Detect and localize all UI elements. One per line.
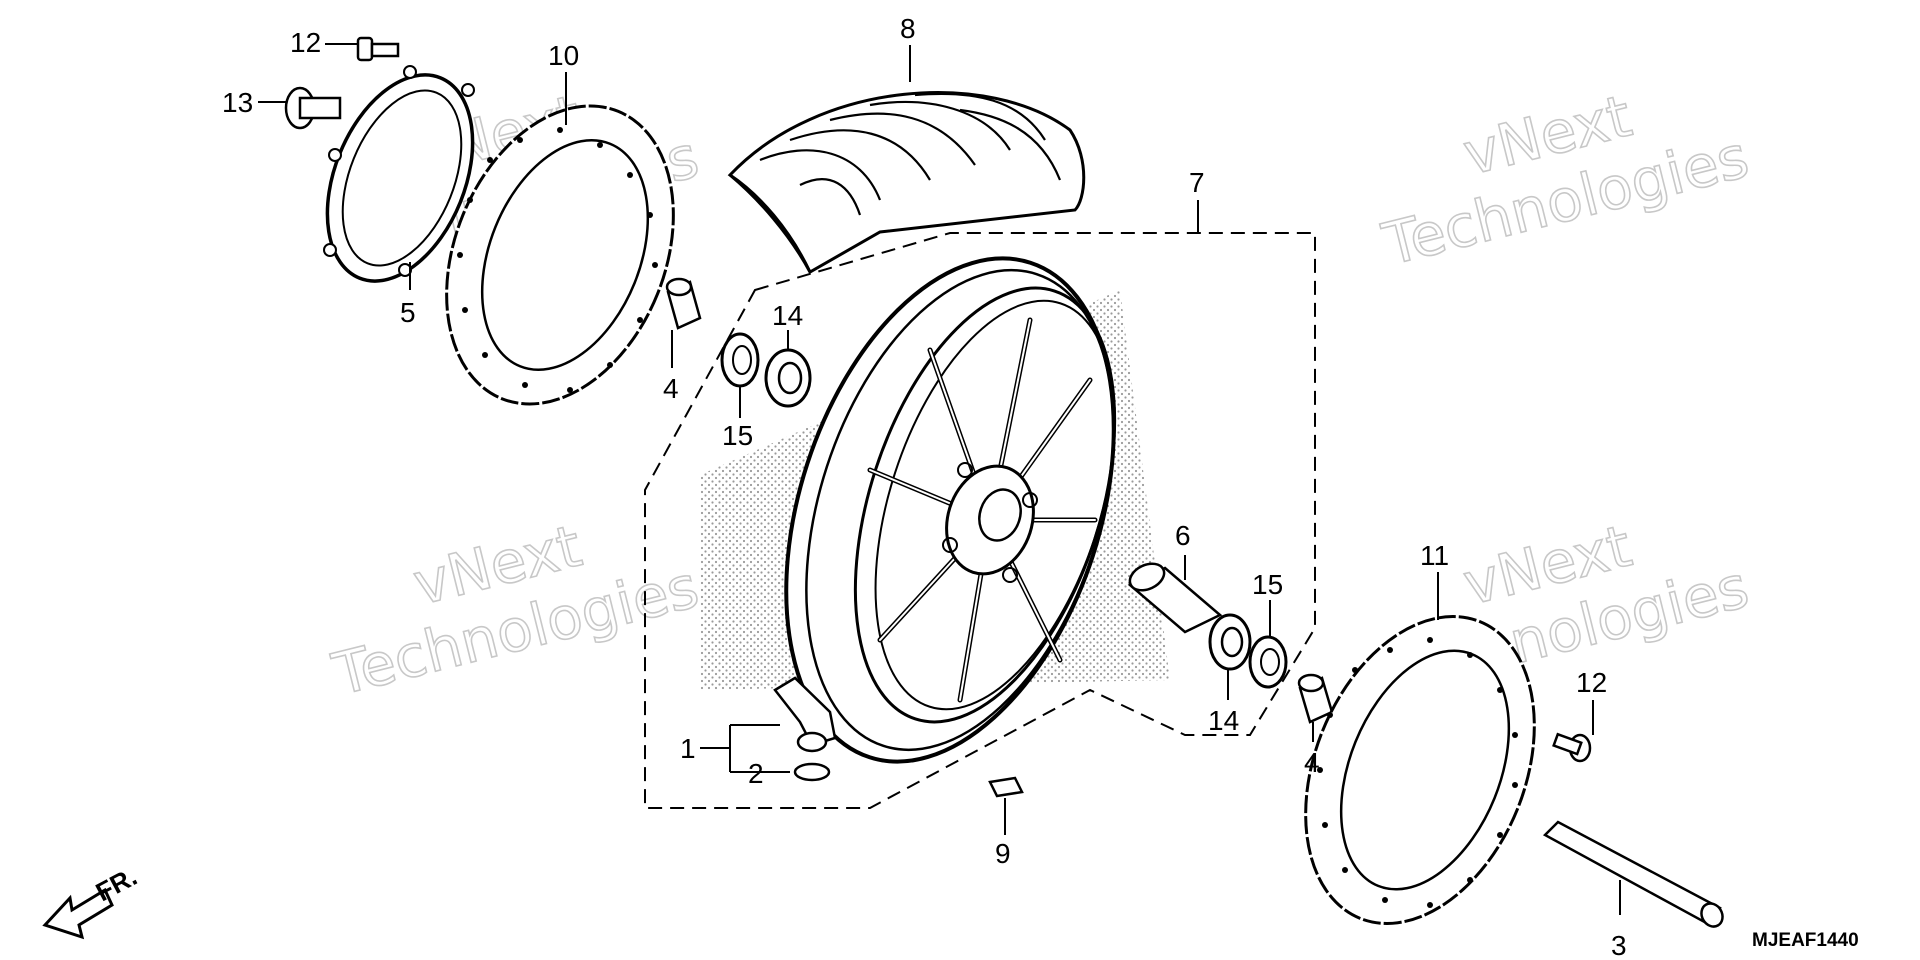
bolt-12-right	[1552, 732, 1592, 763]
label-10: 10	[548, 40, 579, 71]
label-14-left: 14	[772, 300, 803, 331]
flange-bolt-13	[284, 86, 342, 130]
collar-4-left	[665, 277, 702, 330]
label-1: 1	[680, 733, 696, 764]
disc-carrier	[323, 65, 475, 283]
label-14-right: 14	[1208, 705, 1239, 736]
label-4-right: 4	[1304, 747, 1320, 778]
wheel-rim	[784, 256, 1117, 764]
label-3: 3	[1611, 930, 1627, 960]
assembly-outline-7	[644, 232, 1316, 809]
label-15-left: 15	[722, 420, 753, 451]
brake-disc-left	[445, 104, 675, 406]
tire-valve-1	[773, 676, 837, 753]
front-direction-arrow: FR.	[42, 861, 142, 940]
label-4-left: 4	[663, 373, 679, 404]
label-12-top: 12	[290, 27, 321, 58]
arrow-icon	[42, 887, 114, 940]
leader-lines	[258, 43, 1621, 915]
bearing-14-left	[764, 348, 812, 408]
brake-disc-right	[1304, 615, 1536, 925]
o-ring-2	[793, 762, 831, 782]
tire	[727, 91, 1086, 275]
balance-weight-9	[988, 776, 1024, 798]
label-7: 7	[1189, 167, 1205, 198]
diagram-code: MJEAF1440	[1752, 930, 1859, 951]
oil-seal-15-left	[720, 332, 760, 388]
collar-4-right	[1297, 673, 1334, 724]
label-15-right: 15	[1252, 569, 1283, 600]
label-12-right: 12	[1576, 667, 1607, 698]
bolt-12-top	[356, 36, 400, 62]
label-9: 9	[995, 838, 1011, 869]
label-8: 8	[900, 13, 916, 44]
label-6: 6	[1175, 520, 1191, 551]
bearing-14-right	[1208, 613, 1252, 671]
front-axle-3	[1542, 820, 1724, 928]
oil-seal-15-right	[1248, 635, 1288, 689]
part-labels: 1 2 3 4 4 5 6 7 8 9 10 11 12 12 13 14 14…	[222, 13, 1627, 960]
distance-collar-6	[1127, 562, 1223, 634]
label-11: 11	[1420, 540, 1449, 571]
label-13: 13	[222, 87, 253, 118]
label-2: 2	[748, 758, 764, 789]
label-5: 5	[400, 297, 416, 328]
